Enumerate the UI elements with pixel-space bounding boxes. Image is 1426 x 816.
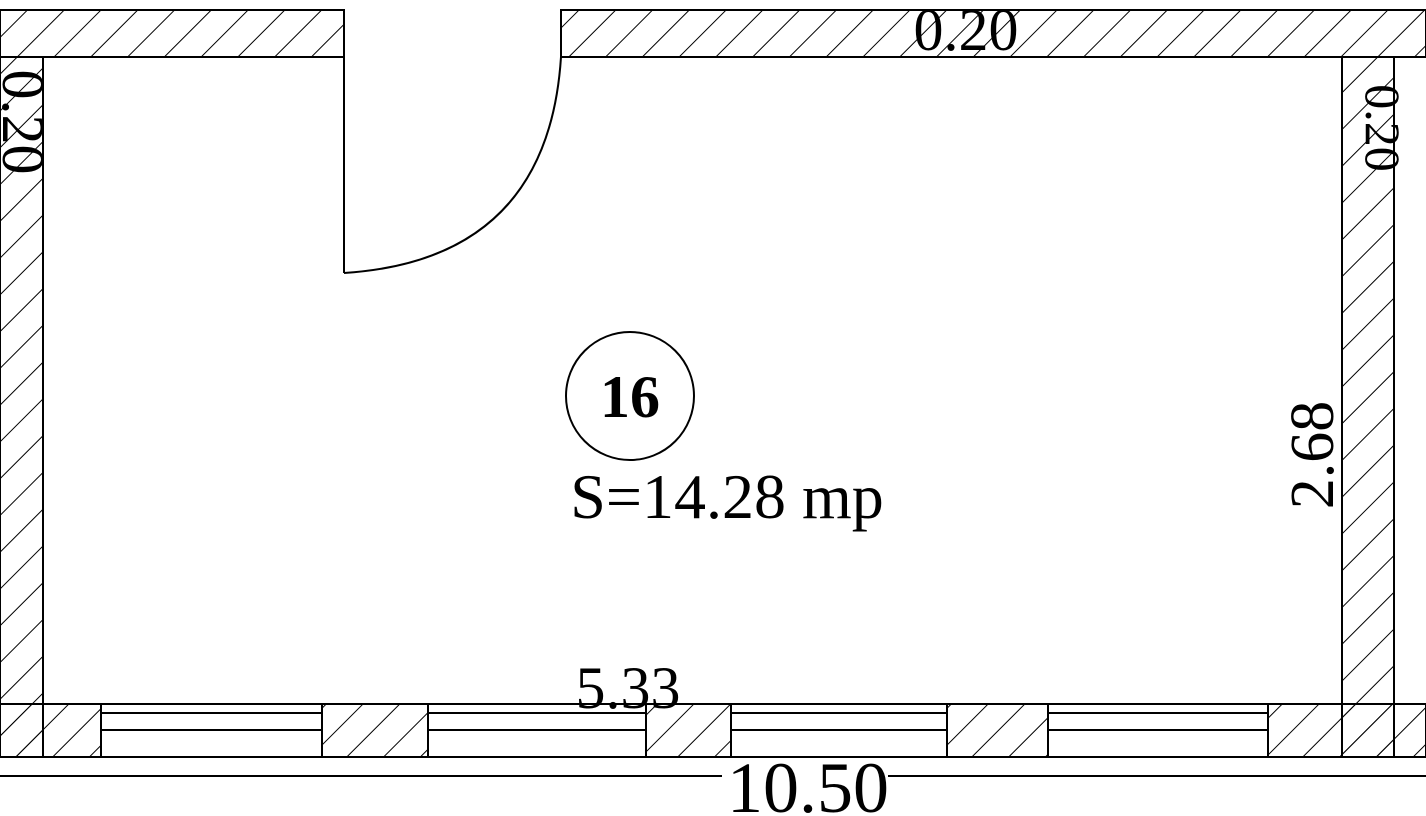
wall-bottom-pier: [1267, 703, 1426, 758]
window: [427, 703, 647, 758]
wall-top-left: [0, 9, 345, 58]
dim-wall-left: 0.20: [0, 70, 56, 175]
wall-left: [0, 56, 44, 758]
door-swing: [343, 10, 562, 274]
wall-bottom-pier: [321, 703, 429, 758]
wall-bottom-pier: [0, 703, 102, 758]
room-area: S=14.28 mp: [570, 461, 883, 532]
window: [100, 703, 323, 758]
wall-bottom-pier: [946, 703, 1049, 758]
room-number-circle: [565, 331, 695, 461]
room-number: 16: [600, 364, 660, 430]
dim-room-height: 2.68: [1279, 401, 1347, 510]
dim-room-width: 5.33: [576, 655, 681, 721]
dim-wall-right: 0.20: [1355, 84, 1411, 172]
dim-wall-top: 0.20: [914, 0, 1019, 63]
window: [1047, 703, 1269, 758]
dim-total-length: 10.50: [727, 748, 889, 816]
